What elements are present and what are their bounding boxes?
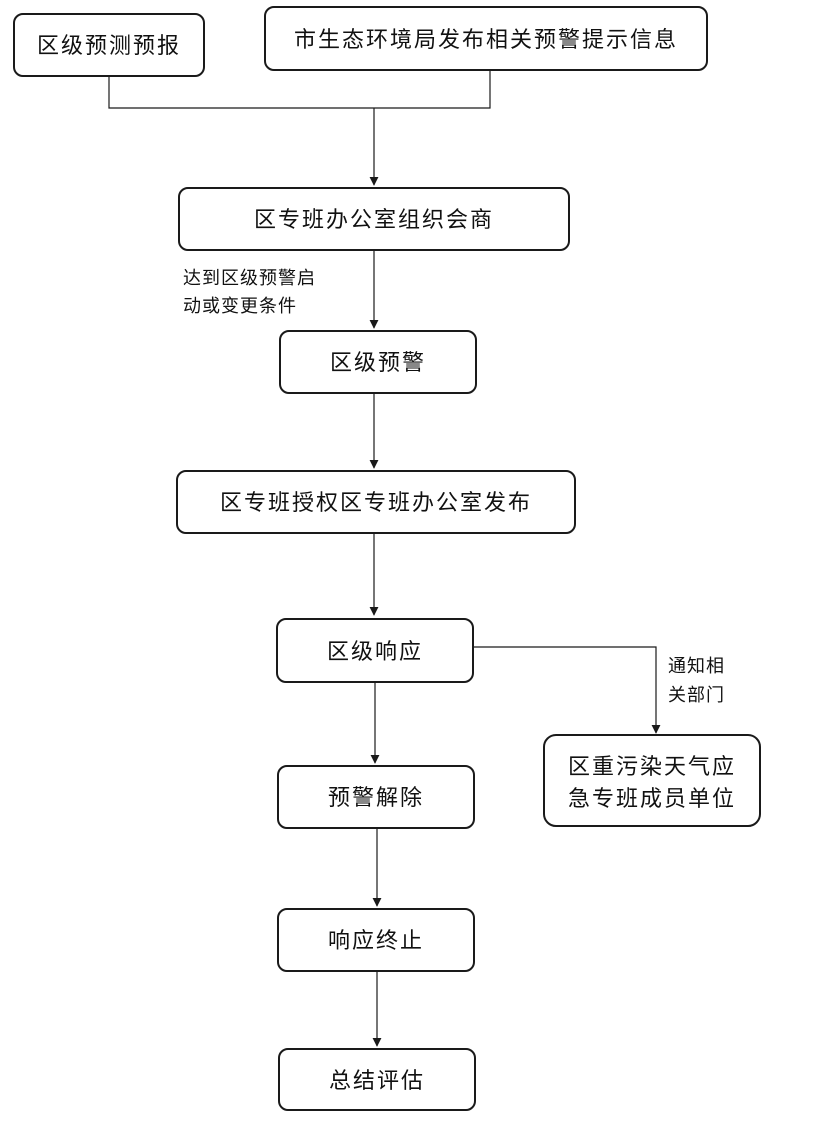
edge-label-notify: 通知相 关部门 — [668, 656, 725, 706]
edge-label-trigger-line2: 动或变更条件 — [183, 296, 297, 317]
node-office-consultation: 区专班办公室组织会商 — [178, 187, 570, 251]
node-member-units-line1: 区重污染天气应 — [568, 755, 736, 780]
node-district-warning-label: 区级预警 — [330, 351, 426, 376]
node-city-bureau-release: 市生态环境局发布相关预警提示信息 — [264, 6, 708, 71]
node-warning-lifted-label: 预警解除 — [328, 786, 424, 811]
node-district-response-label: 区级响应 — [327, 640, 423, 665]
node-district-response: 区级响应 — [276, 618, 474, 683]
node-authorized-release: 区专班授权区专班办公室发布 — [176, 470, 576, 534]
node-city-bureau-release-label: 市生态环境局发布相关预警提示信息 — [294, 28, 678, 53]
edge-city-merge — [374, 70, 491, 109]
node-district-forecast: 区级预测预报 — [13, 13, 205, 77]
edges — [108, 70, 661, 1047]
node-summary-evaluation-label: 总结评估 — [329, 1069, 425, 1094]
edge-response-to-units — [473, 646, 661, 734]
node-warning-lifted: 预警解除 — [277, 765, 475, 829]
edge-label-notify-line1: 通知相 — [668, 656, 725, 677]
edge-label-trigger: 达到区级预警启 动或变更条件 — [183, 268, 316, 317]
node-office-consultation-label: 区专班办公室组织会商 — [254, 208, 494, 233]
edge-label-trigger-line1: 达到区级预警启 — [183, 268, 316, 289]
node-response-terminated-label: 响应终止 — [328, 929, 424, 954]
edge-label-notify-line2: 关部门 — [668, 685, 725, 706]
node-member-units-line2: 急专班成员单位 — [568, 787, 736, 812]
node-district-warning: 区级预警 — [279, 330, 477, 394]
edge-forecast-merge — [108, 77, 374, 109]
node-authorized-release-label: 区专班授权区专班办公室发布 — [220, 491, 532, 516]
node-district-forecast-label: 区级预测预报 — [37, 34, 181, 59]
node-summary-evaluation: 总结评估 — [278, 1048, 476, 1111]
node-member-units: 区重污染天气应 急专班成员单位 — [543, 734, 761, 827]
node-response-terminated: 响应终止 — [277, 908, 475, 972]
